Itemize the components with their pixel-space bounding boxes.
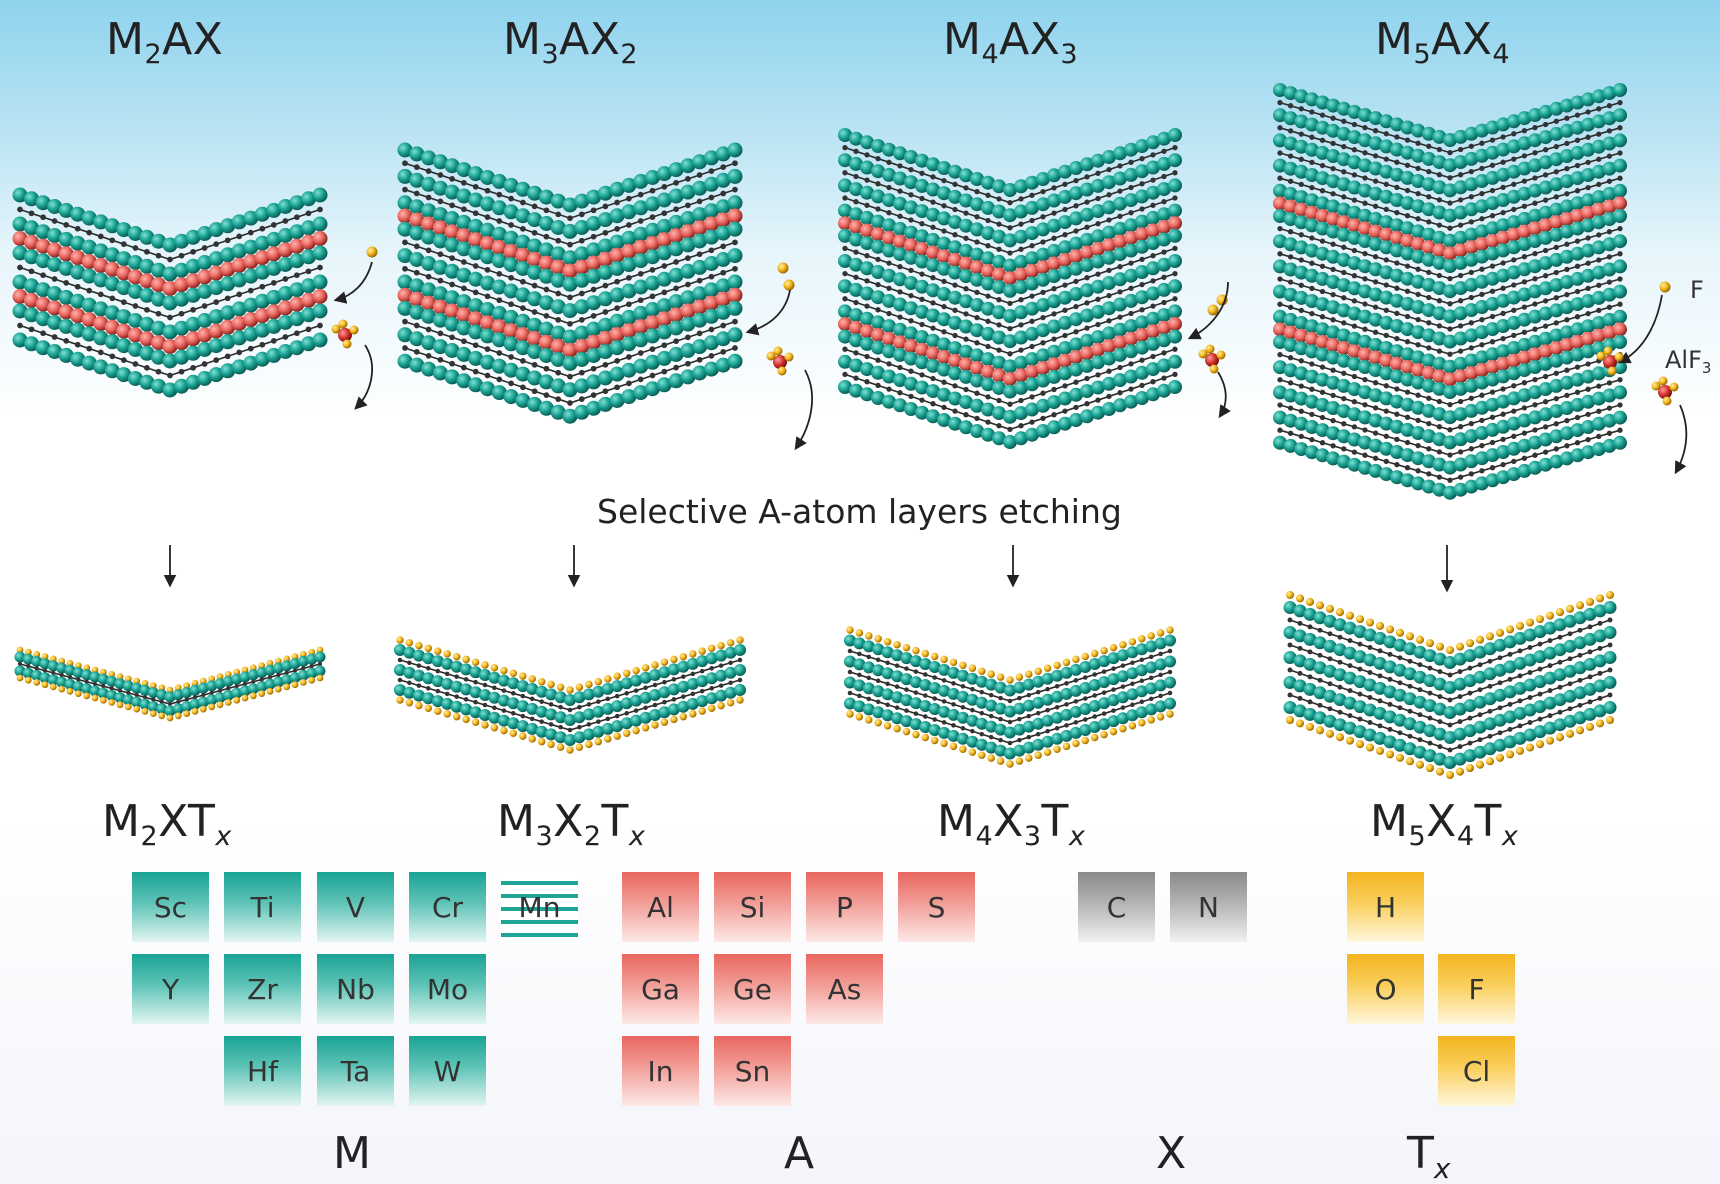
element-tile-c: C — [1078, 872, 1155, 942]
element-tile-al: Al — [622, 872, 699, 942]
max-block-m2ax — [12, 187, 328, 398]
mxene-sheet-m2xtx — [14, 646, 326, 722]
element-tile-s: S — [898, 872, 975, 942]
max-label-m4ax3: M4AX3 — [943, 14, 1079, 70]
group-label-a: A — [784, 1128, 815, 1179]
element-tile-si: Si — [714, 872, 791, 942]
element-tile-ta: Ta — [317, 1036, 394, 1106]
mxene-sheet-m4x3tx — [844, 626, 1176, 768]
element-tile-cl: Cl — [1438, 1036, 1515, 1106]
max-label-m3ax2: M3AX2 — [503, 14, 639, 70]
element-tile-w: W — [409, 1036, 486, 1106]
max-block-m4ax3 — [838, 128, 1182, 449]
element-tile-o: O — [1347, 954, 1424, 1024]
alf3-label: AlF3 — [1665, 346, 1712, 377]
max-block-m5ax4 — [1273, 83, 1627, 500]
mxene-label-m4x3tx: M4X3Tx — [937, 796, 1086, 852]
max-label-m5ax4: M5AX4 — [1375, 14, 1511, 70]
etchant-molecules — [331, 246, 1688, 475]
element-tile-ga: Ga — [622, 954, 699, 1024]
mxene-sheet-m3x2tx — [394, 636, 746, 754]
group-label-tx: Tx — [1407, 1128, 1451, 1184]
element-tile-f: F — [1438, 954, 1515, 1024]
element-tile-ti: Ti — [224, 872, 301, 942]
mxene-label-m5x4tx: M5X4Tx — [1370, 796, 1519, 852]
mxene-label-m2xtx: M2XTx — [102, 796, 232, 852]
element-tile-p: P — [806, 872, 883, 942]
element-tile-y: Y — [132, 954, 209, 1024]
element-tile-mo: Mo — [409, 954, 486, 1024]
element-tile-as: As — [806, 954, 883, 1024]
group-label-x: X — [1156, 1128, 1187, 1179]
element-tile-sc: Sc — [132, 872, 209, 942]
etching-caption: Selective A-atom layers etching — [597, 492, 1122, 531]
element-tile-sn: Sn — [714, 1036, 791, 1106]
max-label-m2ax: M2AX — [106, 14, 224, 70]
group-label-m: M — [333, 1128, 371, 1179]
fluorine-label: F — [1690, 276, 1704, 304]
element-tile-n: N — [1170, 872, 1247, 942]
element-tile-zr: Zr — [224, 954, 301, 1024]
element-tile-in: In — [622, 1036, 699, 1106]
element-tile-h: H — [1347, 872, 1424, 942]
max-block-m3ax2 — [397, 142, 743, 424]
element-tile-nb: Nb — [317, 954, 394, 1024]
element-tile-v: V — [317, 872, 394, 942]
element-tile-ge: Ge — [714, 954, 791, 1024]
element-tile-mn: Mn — [501, 872, 578, 942]
etching-arrows — [163, 545, 1454, 593]
element-tile-cr: Cr — [409, 872, 486, 942]
mxene-sheet-m5x4tx — [1283, 590, 1617, 780]
mxene-label-m3x2tx: M3X2Tx — [497, 796, 646, 852]
element-tile-hf: Hf — [224, 1036, 301, 1106]
